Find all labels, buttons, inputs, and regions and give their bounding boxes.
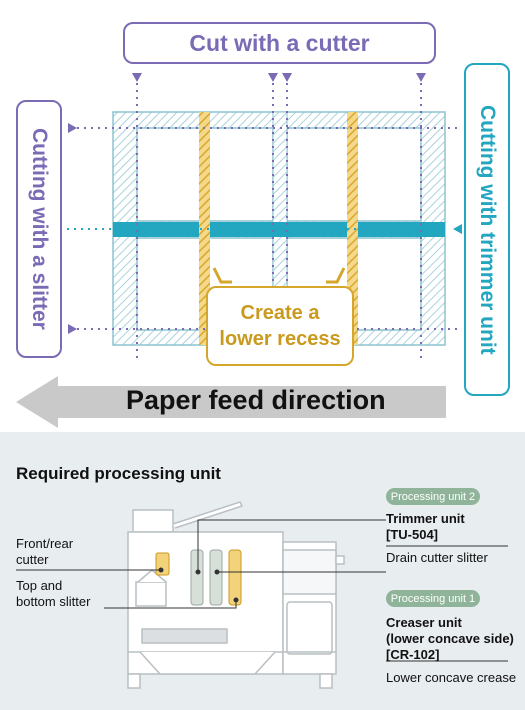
cutting-with-slitter-label: Cutting with a slitter [16, 100, 62, 358]
leader-lines [16, 519, 508, 662]
machine-illustration [16, 501, 508, 689]
create-recess-label: Create a lower recess [206, 286, 354, 366]
recess-strip-left [199, 112, 210, 345]
cut-with-cutter-text: Cut with a cutter [189, 29, 370, 56]
creaser-unit [228, 549, 242, 606]
recess-pointer-icon [212, 267, 346, 284]
cutting-with-trimmer-text: Cutting with trimmer unit [476, 104, 499, 355]
top-bottom-slitter-label: Top and bottom slitter [16, 578, 90, 610]
slitter-unit-2 [209, 549, 223, 606]
top-bottom-line2: bottom slitter [16, 594, 91, 609]
create-recess-line1: Create a [240, 302, 320, 324]
lower-concave-label: Lower concave crease [386, 670, 517, 685]
recess-strip-right [347, 112, 358, 345]
cut-with-cutter-label: Cut with a cutter [123, 22, 436, 64]
cutter-lines [70, 76, 460, 360]
front-rear-line2: cutter [16, 552, 49, 567]
trimmer-line2: [TU-504] [386, 527, 439, 542]
processing-unit-panel: Required processing unit [0, 432, 525, 710]
front-rear-line1: Front/rear [16, 536, 74, 551]
drain-cutter-label: Drain cutter slitter [386, 550, 488, 565]
creaser-line1: Creaser unit [386, 615, 462, 630]
trimmer-line1: Trimmer unit [386, 511, 465, 526]
cutting-diagram [16, 73, 462, 428]
creaser-line3: [CR-102] [386, 647, 440, 662]
creaser-unit-label: Creaser unit (lower concave side) [CR-10… [386, 615, 514, 663]
triangle-marker-icon [453, 224, 462, 234]
triangle-marker-icon [68, 73, 426, 334]
cutting-with-trimmer-label: Cutting with trimmer unit [464, 63, 510, 396]
paper-feed-label: Paper feed direction [126, 385, 386, 415]
creaser-line2: (lower concave side) [386, 631, 514, 646]
section-title: Required processing unit [16, 464, 221, 483]
slitter-unit-1 [190, 549, 204, 606]
processing-unit-1-badge: Processing unit 1 [386, 590, 480, 607]
top-bottom-line1: Top and [16, 578, 63, 593]
create-recess-line2: lower recess [219, 328, 341, 350]
left-arrow-icon [16, 376, 446, 428]
front-rear-cutter-label: Front/rear cutter [16, 536, 73, 568]
trimmer-unit-label: Trimmer unit [TU-504] [386, 511, 465, 543]
cutting-with-slitter-text: Cutting with a slitter [28, 128, 51, 330]
processing-unit-2-badge: Processing unit 2 [386, 488, 480, 505]
